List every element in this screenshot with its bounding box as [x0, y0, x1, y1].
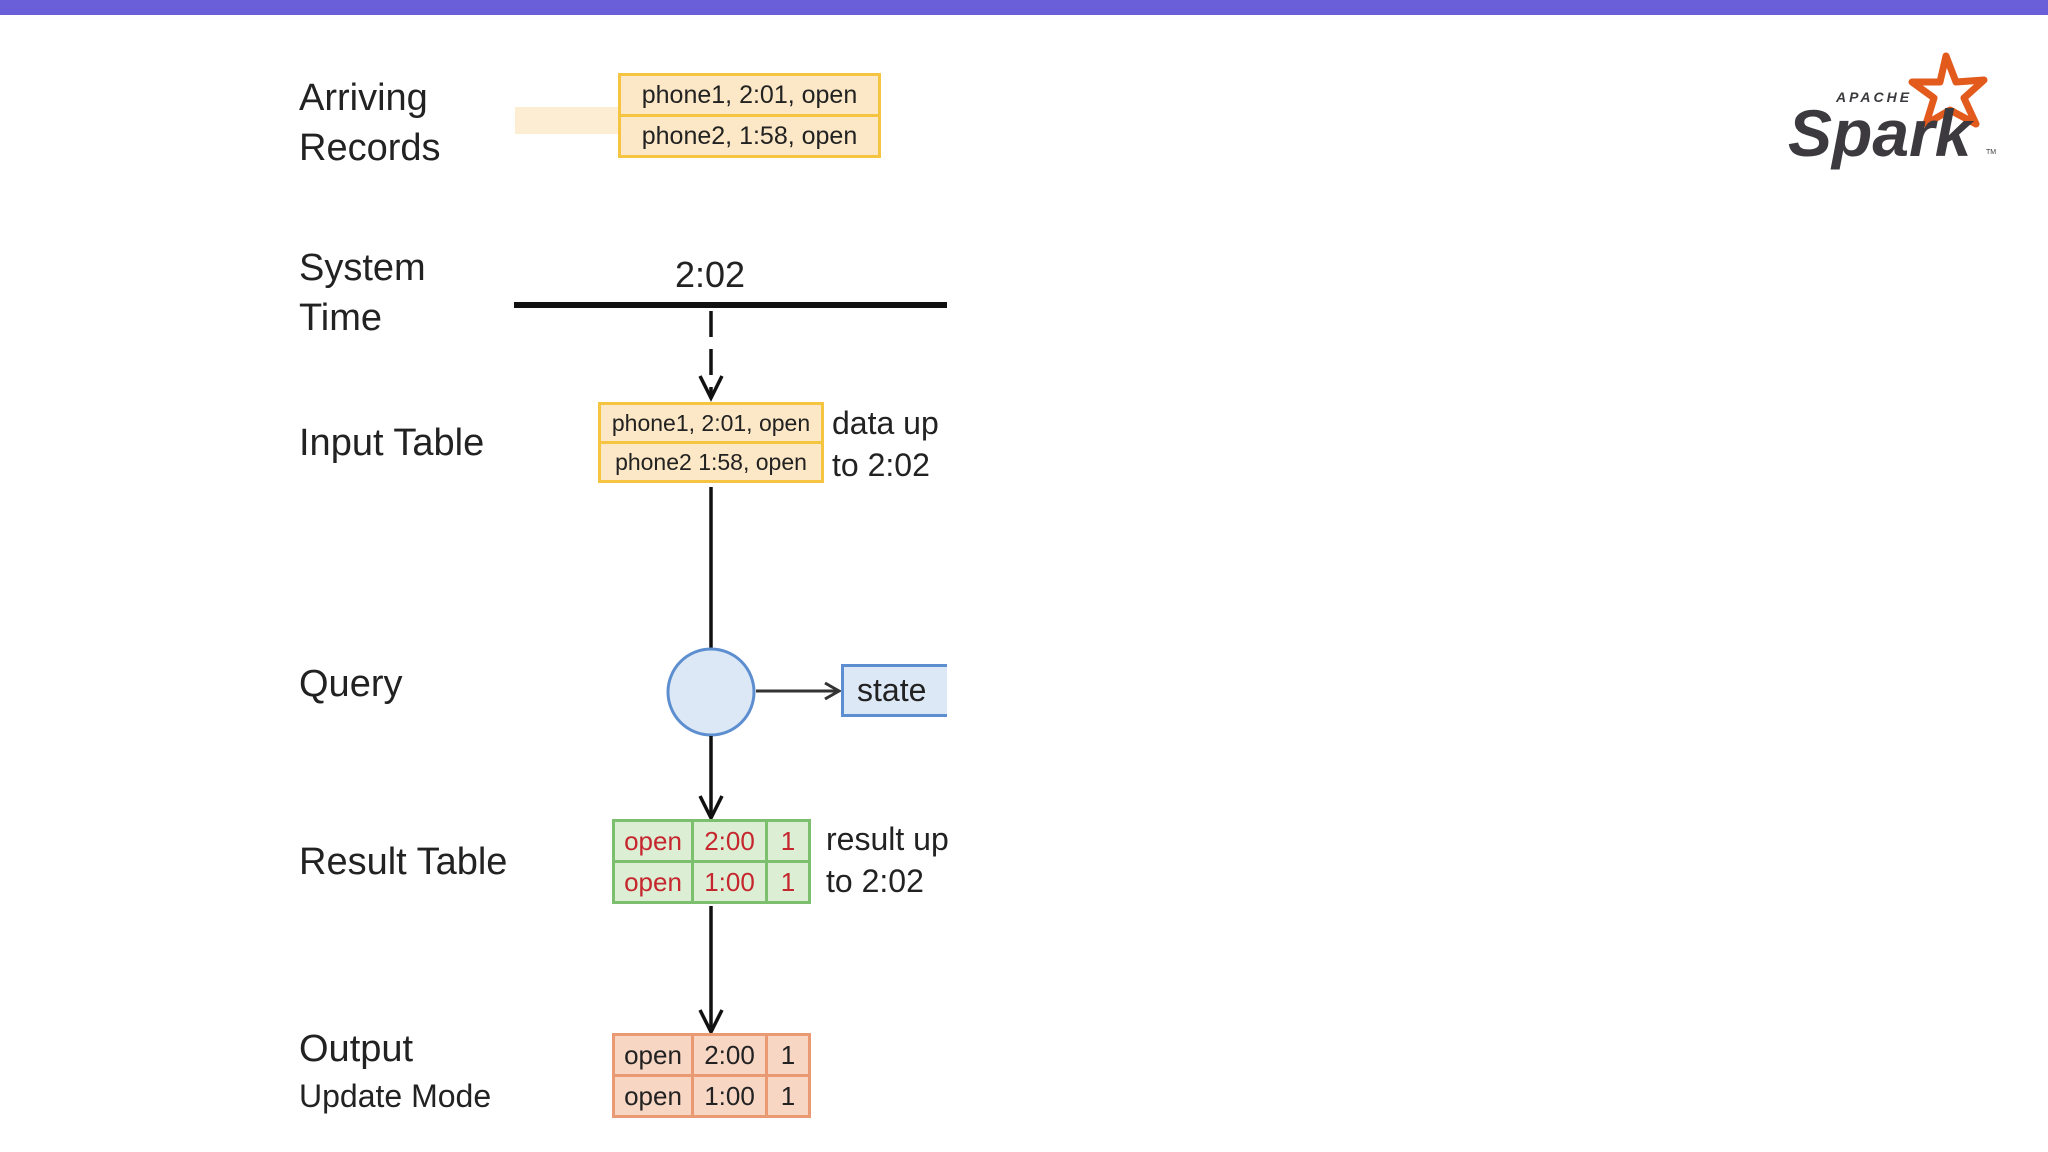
- arriving-records-label-line2: Records: [299, 127, 441, 169]
- arriving-record: phone2, 1:58, open: [618, 114, 881, 158]
- result-table-cell: 1: [765, 860, 811, 904]
- output-mode-label: Update Mode: [299, 1078, 492, 1114]
- query-to-result-arrowhead: [698, 795, 724, 822]
- output-table-cell: 1: [765, 1074, 811, 1118]
- result-table: open 2:00 1 open 1:00 1: [612, 819, 811, 904]
- arriving-records-label-line1: Arriving: [299, 77, 428, 119]
- arriving-record: phone1, 2:01, open: [618, 73, 881, 117]
- state-box: state: [841, 664, 947, 717]
- system-time-value: 2:02: [674, 254, 746, 295]
- output-table-cell: 1: [765, 1033, 811, 1077]
- result-table-note-line1: result up: [826, 821, 948, 857]
- result-table-cell: open: [612, 860, 694, 904]
- table-row: phone1, 2:01, open: [598, 402, 824, 444]
- output-label-title: Output: [299, 1028, 414, 1070]
- table-row: open 1:00 1: [612, 1074, 811, 1118]
- output-table: open 2:00 1 open 1:00 1: [612, 1033, 811, 1118]
- table-row: phone2, 1:58, open: [618, 114, 881, 158]
- system-time-label-line1: System: [299, 247, 426, 289]
- input-table-label: Input Table: [299, 422, 485, 464]
- output-table-cell: 1:00: [691, 1074, 768, 1118]
- arriving-records-table: phone1, 2:01, open phone2, 1:58, open: [618, 73, 881, 158]
- apache-spark-logo: APACHE Spark TM: [1788, 52, 1996, 170]
- logo-spark-text: Spark: [1788, 96, 1975, 170]
- result-table-note-line2: to 2:02: [826, 863, 924, 899]
- logo-tm-text: TM: [1986, 149, 1996, 156]
- result-table-cell: 2:00: [691, 819, 768, 863]
- input-table: phone1, 2:01, open phone2 1:58, open: [598, 402, 824, 483]
- result-table-cell: open: [612, 819, 694, 863]
- table-row: phone2 1:58, open: [598, 441, 824, 483]
- system-time-label-line2: Time: [299, 297, 383, 339]
- input-table-cell: phone1, 2:01, open: [598, 402, 824, 444]
- logo-apache-text: APACHE: [1835, 89, 1912, 105]
- result-table-cell: 1:00: [691, 860, 768, 904]
- input-table-note-line2: to 2:02: [832, 447, 930, 483]
- arriving-records-stream: [515, 107, 619, 134]
- table-row: phone1, 2:01, open: [618, 73, 881, 117]
- input-table-note: data up to 2:02: [832, 402, 939, 486]
- result-table-note: result up to 2:02: [826, 818, 948, 902]
- input-table-note-line1: data up: [832, 405, 939, 441]
- output-label: Output Update Mode: [299, 1024, 491, 1118]
- result-table-cell: 1: [765, 819, 811, 863]
- table-row: open 2:00 1: [612, 1033, 811, 1077]
- top-accent-bar: [0, 0, 2048, 15]
- spark-star-icon: [1908, 52, 1988, 128]
- output-table-cell: open: [612, 1074, 694, 1118]
- arriving-records-label: Arriving Records: [299, 73, 441, 173]
- query-to-state-arrowhead: [824, 681, 843, 701]
- time-to-input-arrowhead: [698, 375, 724, 402]
- input-table-cell: phone2 1:58, open: [598, 441, 824, 483]
- output-table-cell: 2:00: [691, 1033, 768, 1077]
- system-time-label: System Time: [299, 243, 426, 343]
- query-label: Query: [299, 663, 403, 705]
- query-circle: [666, 647, 756, 737]
- table-row: open 2:00 1: [612, 819, 811, 863]
- result-table-label: Result Table: [299, 841, 508, 883]
- table-row: open 1:00 1: [612, 860, 811, 904]
- output-table-cell: open: [612, 1033, 694, 1077]
- result-to-output-arrowhead: [698, 1009, 724, 1036]
